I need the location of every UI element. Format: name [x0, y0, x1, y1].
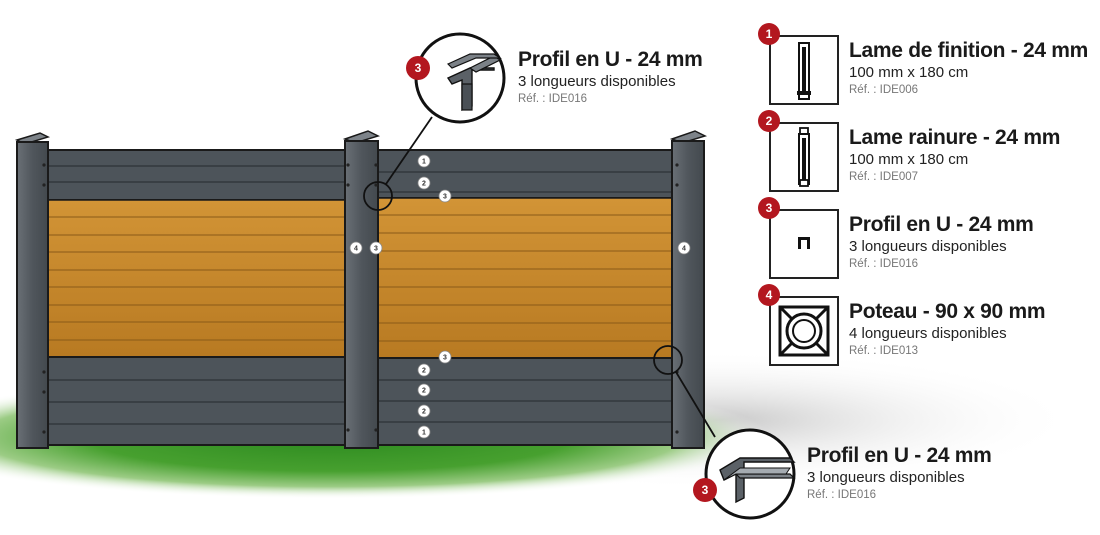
legend-text: Poteau - 90 x 90 mm 4 longueurs disponib… — [849, 300, 1046, 359]
legend-title: Profil en U - 24 mm — [849, 213, 1034, 236]
callout-bottom-badge-wrap: 3 — [693, 478, 717, 502]
fence-marker-posts-1: 3 — [369, 241, 383, 255]
legend-title: Lame rainure - 24 mm — [849, 126, 1061, 149]
callout-top-badge: 3 — [406, 56, 430, 80]
callout-bottom-text: Profil en U - 24 mm 3 longueurs disponib… — [807, 444, 992, 503]
fence-markers: 1 2 3 3 2 2 2 1 4 3 4 — [349, 154, 691, 439]
legend-box — [769, 296, 839, 366]
post-middle — [342, 130, 381, 449]
callout-top-ref: Réf. : IDE016 — [518, 93, 588, 105]
fence-marker-label: 3 — [443, 194, 447, 201]
fence-marker-label: 3 — [374, 246, 378, 253]
fence-marker-label: 1 — [422, 430, 426, 437]
fence-marker-label: 2 — [422, 181, 426, 188]
legend-item-post: 4 Poteau - 90 x 90 mm 4 longueurs dispon… — [758, 284, 1099, 370]
fence-marker-right-panel-top-2: 3 — [438, 189, 452, 203]
fence-marker-label: 3 — [443, 355, 447, 362]
zoom-u-profile-bottom — [704, 428, 796, 520]
finishing-slat-profile-icon — [797, 42, 811, 100]
callout-bottom-badge: 3 — [693, 478, 717, 502]
legend-subtitle: 100 mm x 180 cm — [849, 151, 969, 168]
fence-marker-right-panel-bottom-2: 2 — [417, 383, 431, 397]
fence-marker-right-panel-bottom-0: 3 — [438, 350, 452, 364]
grooved-slat-profile-icon — [798, 127, 810, 187]
fence-marker-label: 2 — [422, 409, 426, 416]
zoom-u-profile-top — [414, 32, 506, 124]
legend-subtitle: 100 mm x 180 cm — [849, 64, 969, 81]
legend-title: Poteau - 90 x 90 mm — [849, 300, 1046, 323]
fence-marker-label: 2 — [422, 368, 426, 375]
detail-ring-bottom — [653, 345, 683, 375]
legend-badge: 3 — [758, 197, 780, 219]
callout-top-subtitle: 3 longueurs disponibles — [518, 73, 676, 90]
detail-ring-top — [363, 181, 393, 211]
legend-box — [769, 122, 839, 192]
fence-marker-right-panel-bottom-4: 1 — [417, 425, 431, 439]
legend-box — [769, 35, 839, 105]
connector-top — [385, 116, 433, 185]
legend-box — [769, 209, 839, 279]
fence-marker-label: 4 — [682, 246, 686, 253]
fence-marker-right-panel-top-0: 1 — [417, 154, 431, 168]
callout-bottom-title: Profil en U - 24 mm — [807, 444, 992, 467]
legend-text: Lame de finition - 24 mm 100 mm x 180 cm… — [849, 39, 1088, 98]
left-panel — [39, 149, 346, 446]
legend-ref: Réf. : IDE007 — [849, 171, 919, 183]
fence-marker-posts-0: 4 — [349, 241, 363, 255]
legend-badge: 2 — [758, 110, 780, 132]
u-profile-icon — [798, 237, 810, 249]
fence-marker-right-panel-bottom-1: 2 — [417, 363, 431, 377]
callout-top-badge-wrap: 3 — [406, 56, 430, 80]
fence-marker-posts-2: 4 — [677, 241, 691, 255]
legend-ref: Réf. : IDE006 — [849, 84, 919, 96]
right-panel — [374, 149, 676, 446]
legend-item-finishing-slat: 1 Lame de finition - 24 mm 100 mm x 180 … — [758, 23, 1099, 109]
fence-marker-label: 4 — [354, 246, 358, 253]
fence-marker-label: 1 — [422, 159, 426, 166]
fence-marker-label: 2 — [422, 388, 426, 395]
legend-subtitle: 4 longueurs disponibles — [849, 325, 1007, 342]
legend-title: Lame de finition - 24 mm — [849, 39, 1089, 62]
legend-item-u-profile: 3 Profil en U - 24 mm 3 longueurs dispon… — [758, 197, 1099, 283]
callout-top-text: Profil en U - 24 mm 3 longueurs disponib… — [518, 48, 703, 107]
legend-ref: Réf. : IDE013 — [849, 345, 919, 357]
callout-top-title: Profil en U - 24 mm — [518, 48, 703, 71]
legend-ref: Réf. : IDE016 — [849, 258, 919, 270]
fence-marker-right-panel-top-1: 2 — [417, 176, 431, 190]
legend-item-grooved-slat: 2 Lame rainure - 24 mm 100 mm x 180 cm R… — [758, 110, 1099, 196]
legend-badge: 4 — [758, 284, 780, 306]
callout-bottom-subtitle: 3 longueurs disponibles — [807, 469, 965, 486]
connector-bottom — [675, 371, 716, 438]
post-left — [14, 132, 51, 449]
legend-text: Profil en U - 24 mm 3 longueurs disponib… — [849, 213, 1034, 272]
legend-subtitle: 3 longueurs disponibles — [849, 238, 1007, 255]
fence-marker-right-panel-bottom-3: 2 — [417, 404, 431, 418]
legend-text: Lame rainure - 24 mm 100 mm x 180 cm Réf… — [849, 126, 1060, 185]
post-right — [669, 130, 708, 449]
callout-bottom-ref: Réf. : IDE016 — [807, 489, 877, 501]
post-section-icon — [778, 305, 830, 357]
legend-badge: 1 — [758, 23, 780, 45]
